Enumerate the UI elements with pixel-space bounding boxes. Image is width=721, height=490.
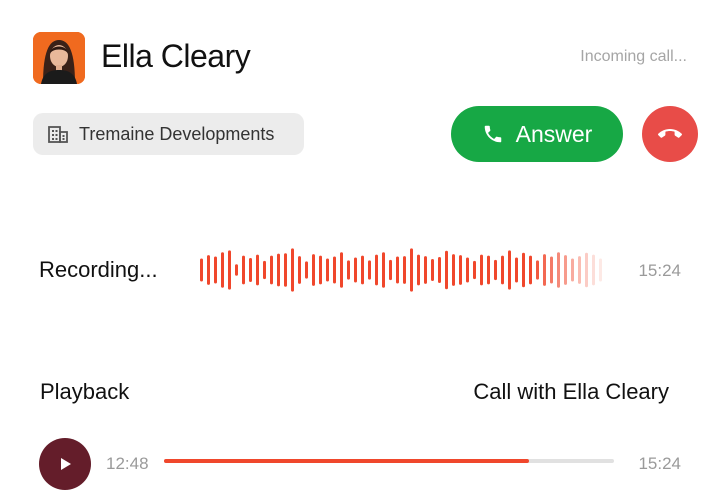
waveform-bar	[354, 257, 357, 283]
recording-waveform	[200, 248, 602, 292]
waveform-bar	[599, 258, 602, 282]
waveform-bar	[207, 255, 210, 285]
caller-photo	[33, 32, 85, 84]
waveform-bar	[291, 248, 294, 292]
waveform-bar	[452, 254, 455, 286]
decline-button[interactable]	[642, 106, 698, 162]
call-status: Incoming call...	[580, 48, 687, 65]
waveform-bar	[459, 255, 462, 285]
recording-time: 15:24	[638, 261, 681, 280]
play-icon	[56, 455, 74, 473]
company-name: Tremaine Developments	[79, 123, 275, 144]
waveform-bar	[221, 252, 224, 288]
waveform-bar	[256, 254, 259, 286]
answer-label: Answer	[515, 120, 593, 147]
waveform-bar	[228, 250, 231, 290]
waveform-bar	[361, 255, 364, 285]
waveform-bar	[557, 252, 560, 288]
waveform-bar	[571, 258, 574, 282]
waveform-bar	[347, 260, 350, 280]
waveform-bar	[501, 255, 504, 285]
building-icon	[48, 125, 68, 143]
waveform-bar	[326, 258, 329, 282]
waveform-bar	[564, 255, 567, 285]
waveform-bar	[368, 260, 371, 280]
waveform-bar	[494, 259, 497, 281]
waveform-bar	[585, 252, 588, 288]
waveform-bar	[417, 254, 420, 286]
waveform-bar	[396, 256, 399, 284]
waveform-bar	[333, 256, 336, 284]
hang-up-icon	[658, 122, 682, 146]
waveform-bar	[284, 253, 287, 287]
waveform-bar	[515, 257, 518, 283]
waveform-bar	[410, 248, 413, 292]
waveform-bar	[473, 260, 476, 280]
waveform-bar	[431, 258, 434, 282]
waveform-bar	[543, 254, 546, 286]
waveform-bar	[235, 264, 238, 276]
playback-title: Call with Ella Cleary	[473, 379, 669, 404]
waveform-bar	[312, 254, 315, 286]
waveform-bar	[578, 256, 581, 284]
waveform-bar	[298, 256, 301, 284]
waveform-bar	[487, 255, 490, 285]
waveform-bar	[340, 252, 343, 288]
recording-label: Recording...	[39, 257, 158, 282]
waveform-bar	[382, 252, 385, 288]
waveform-bar	[536, 260, 539, 280]
caller-name: Ella Cleary	[101, 38, 251, 74]
playback-progress-fill	[164, 459, 529, 463]
company-chip: Tremaine Developments	[33, 113, 304, 155]
waveform-bar	[270, 255, 273, 285]
waveform-bar	[263, 260, 266, 280]
waveform-bar	[466, 257, 469, 283]
waveform-bar	[242, 255, 245, 285]
waveform-bar	[445, 250, 448, 290]
waveform-bar	[249, 258, 252, 282]
waveform-bar	[403, 256, 406, 284]
waveform-bar	[529, 255, 532, 285]
waveform-bar	[277, 253, 280, 287]
waveform-bar	[389, 259, 392, 281]
waveform-bar	[550, 256, 553, 284]
waveform-bar	[305, 261, 308, 279]
phone-icon	[482, 123, 504, 145]
waveform-bar	[319, 255, 322, 285]
waveform-bar	[592, 254, 595, 286]
waveform-bar	[200, 258, 203, 282]
waveform-bar	[214, 256, 217, 284]
playback-progress-track[interactable]	[164, 459, 614, 463]
answer-button[interactable]: Answer	[451, 106, 623, 162]
waveform-bar	[438, 257, 441, 283]
waveform-bar	[480, 254, 483, 286]
waveform-bar	[375, 254, 378, 286]
avatar	[33, 32, 85, 84]
play-button[interactable]	[39, 438, 91, 490]
playback-elapsed-time: 12:48	[106, 454, 149, 473]
waveform-bar	[424, 256, 427, 284]
waveform-bar	[522, 252, 525, 288]
playback-label: Playback	[40, 379, 130, 404]
waveform-bar	[508, 250, 511, 290]
playback-total-time: 15:24	[638, 454, 681, 473]
